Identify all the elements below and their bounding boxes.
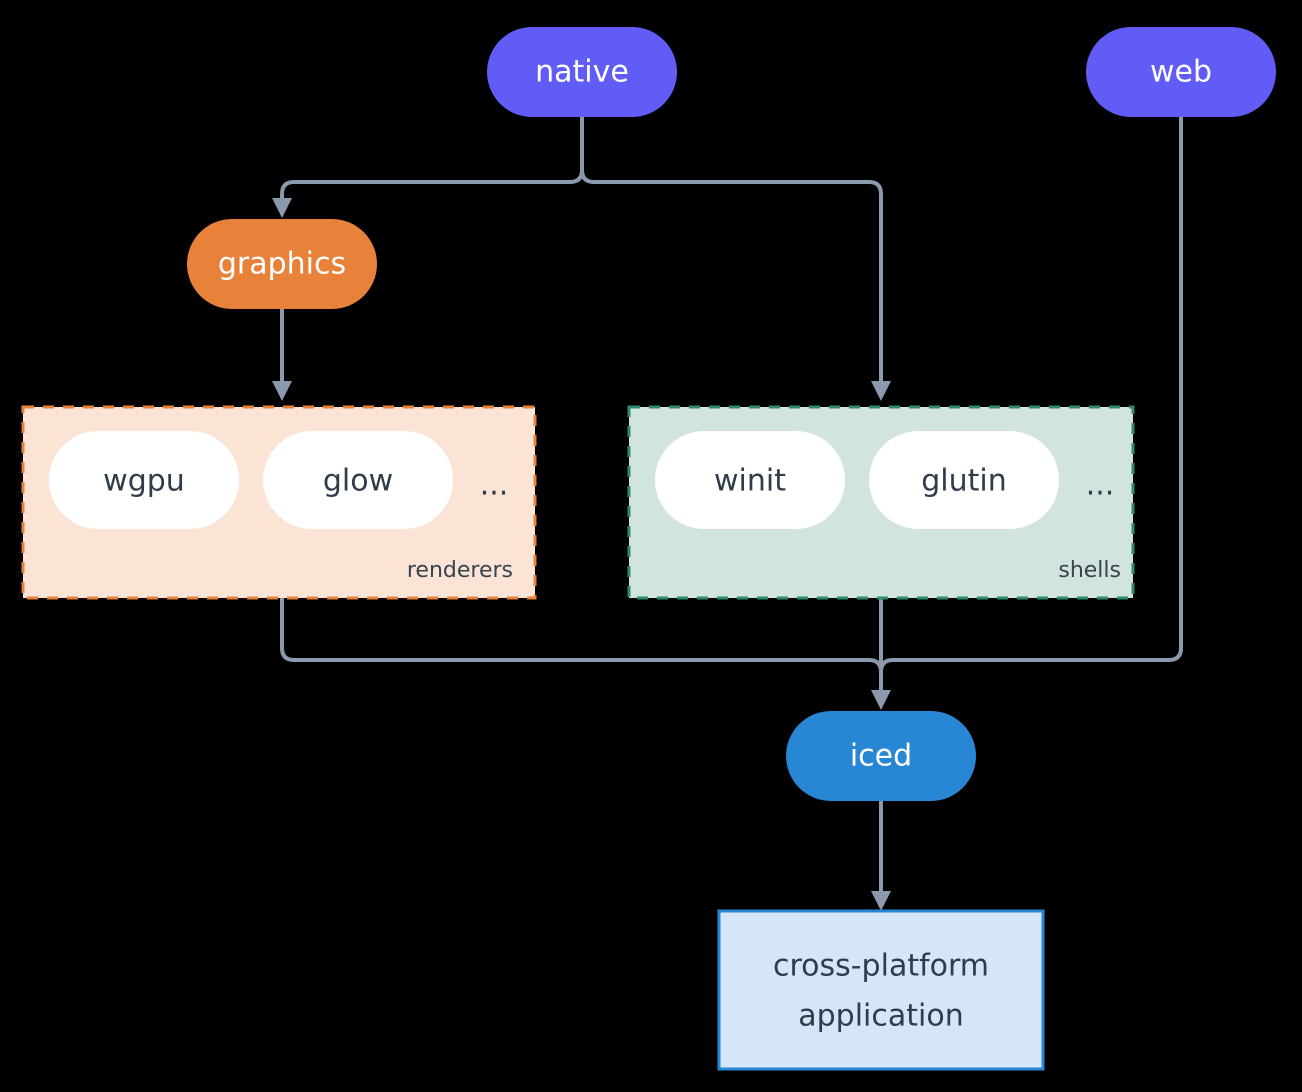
shell-item-winit[interactable]: winit: [655, 431, 845, 529]
renderer-item-glow[interactable]: glow: [263, 431, 453, 529]
shell-item-glutin-pill: [869, 431, 1059, 529]
shell-item-winit-label: winit: [714, 464, 786, 499]
node-native[interactable]: native: [487, 27, 677, 117]
node-graphics[interactable]: graphics: [187, 219, 377, 309]
shells-ellipsis: ...: [1086, 468, 1115, 503]
shell-item-winit-pill: [655, 431, 845, 529]
node-native-shape: [487, 27, 677, 117]
node-application-label-line1: cross-platform: [773, 949, 989, 984]
renderer-item-wgpu-pill: [49, 431, 239, 529]
renderer-item-glow-pill: [263, 431, 453, 529]
renderer-item-glow-label: glow: [323, 464, 393, 499]
node-application[interactable]: cross-platform application: [717, 909, 1045, 1071]
renderer-item-wgpu-label: wgpu: [103, 464, 185, 499]
node-web-label: web: [1150, 55, 1212, 90]
group-shells: winit glutin ... shells: [627, 405, 1135, 600]
node-iced[interactable]: iced: [786, 711, 976, 801]
edge-renderers-to-iced: [280, 596, 883, 696]
edge-graphics-to-renderers-arrowhead: [272, 381, 292, 401]
node-iced-label: iced: [850, 739, 912, 774]
node-graphics-shape: [187, 219, 377, 309]
edge-layer: [272, 115, 1183, 911]
shells-caption: shells: [1058, 558, 1121, 583]
node-web[interactable]: web: [1086, 27, 1276, 117]
edge-iced-to-application-arrowhead: [871, 891, 891, 911]
node-application-shape: [717, 909, 1045, 1071]
edge-native-to-shells: [580, 115, 883, 387]
renderer-item-wgpu[interactable]: wgpu: [49, 431, 239, 529]
node-web-shape: [1086, 27, 1276, 117]
node-native-label: native: [535, 55, 629, 90]
edge-native-split: [280, 115, 584, 204]
shell-item-glutin[interactable]: glutin: [869, 431, 1059, 529]
shell-item-glutin-label: glutin: [921, 464, 1007, 499]
renderers-ellipsis: ...: [480, 468, 509, 503]
renderers-caption: renderers: [407, 558, 513, 583]
edge-native-to-shells-arrowhead: [871, 381, 891, 401]
node-iced-shape: [786, 711, 976, 801]
node-graphics-label: graphics: [218, 247, 346, 282]
node-application-label-line2: application: [798, 999, 963, 1034]
edge-native-to-graphics-arrowhead: [272, 198, 292, 218]
edge-to-iced-arrowhead: [871, 690, 891, 710]
edge-web-to-iced: [879, 115, 1183, 696]
group-renderers: wgpu glow ... renderers: [21, 405, 537, 600]
